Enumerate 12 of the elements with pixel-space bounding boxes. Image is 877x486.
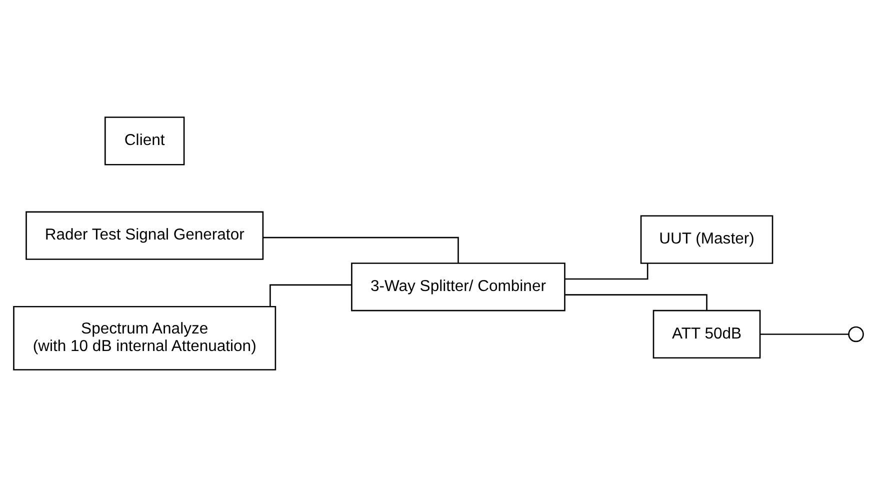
node-box: 3-Way Splitter/ Combiner — [351, 262, 566, 311]
node-box: Rader Test Signal Generator — [26, 210, 264, 260]
node-box: UUT (Master) — [640, 214, 774, 264]
node-box: ATT 50dB — [652, 309, 761, 358]
node-box: Spectrum Analyze (with 10 dB internal Attenuation) — [13, 305, 276, 370]
connector — [760, 333, 849, 334]
node-circle — [848, 326, 864, 342]
connector — [263, 236, 459, 262]
connector — [565, 262, 648, 280]
node-box: Client — [104, 116, 185, 165]
connector — [565, 294, 708, 310]
connector — [270, 284, 352, 306]
